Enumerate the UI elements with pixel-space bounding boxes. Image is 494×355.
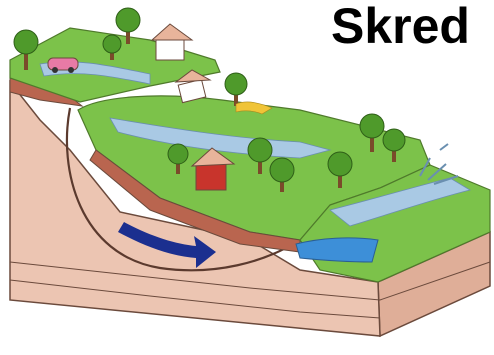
page-title: Skred xyxy=(331,0,470,52)
deep-water xyxy=(296,238,378,262)
